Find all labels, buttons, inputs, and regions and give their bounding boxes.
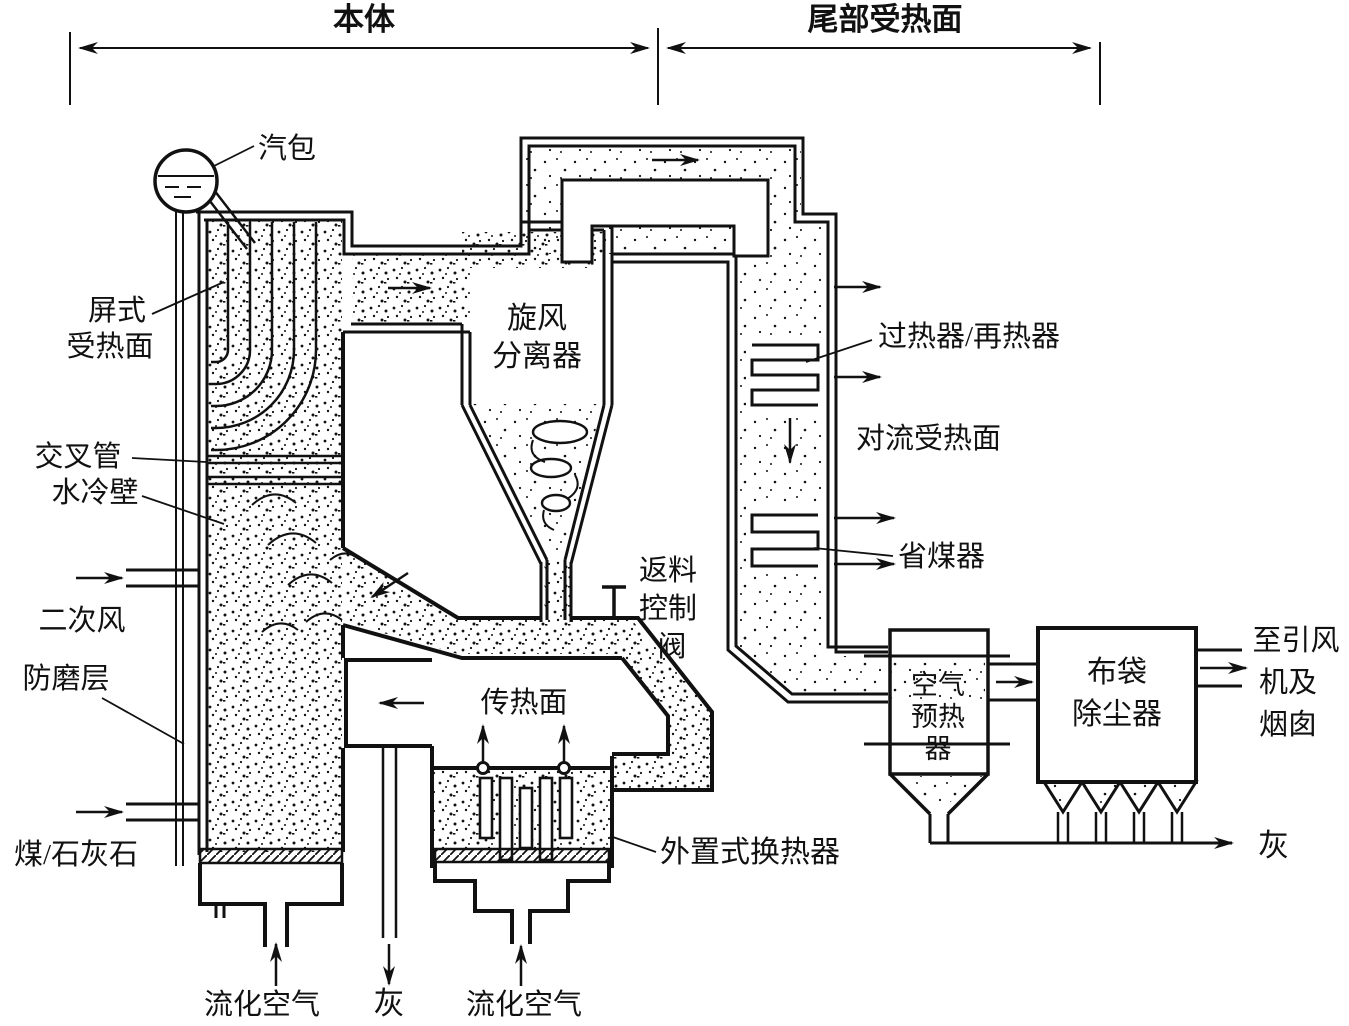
label-cyclone-1: 旋风 [507,302,567,335]
label-ash-right: 灰 [1258,828,1289,863]
label-aph-3: 器 [925,734,952,764]
return-channel [344,571,432,938]
label-heat-transfer-surface: 传热面 [480,686,567,719]
label-secondary-air: 二次风 [38,604,125,637]
leader-lines [101,145,894,853]
platen-tube [211,222,230,364]
label-convection-surface: 对流受热面 [856,422,1001,455]
header-main-body: 本体 [333,2,395,37]
label-aph-1: 空气 [911,670,965,700]
dimension-header [69,28,1101,105]
economizer-coil [750,513,820,568]
label-superheater-reheater: 过热器/再热器 [878,320,1060,353]
label-to-fan-2: 机及 [1259,666,1317,699]
label-water-wall: 水冷壁 [51,476,138,509]
tube-nozzle [476,761,490,775]
label-baghouse-1: 布袋 [1087,656,1147,689]
air-distributor [198,847,344,865]
tube-nozzle [557,761,571,775]
label-wear-layer: 防磨层 [22,662,109,695]
gas-path-fill [207,148,985,852]
label-cross-tube: 交叉管 [34,440,121,473]
vortex-finder-tube [560,178,770,264]
air-preheater [864,628,1038,843]
label-return-valve-2: 控制 [639,592,697,625]
steam-drum [153,148,256,250]
label-external-hx: 外置式换热器 [660,836,840,869]
furnace [198,222,359,947]
bag-filter [930,626,1248,849]
label-return-valve-1: 返料 [639,554,697,587]
external-heat-exchanger [430,724,614,944]
label-to-fan-3: 烟囱 [1259,708,1317,741]
header-tail-surface: 尾部受热面 [808,2,963,37]
label-steam-drum: 汽包 [258,132,316,165]
flame-swirls [251,493,359,633]
label-baghouse-2: 除尘器 [1072,698,1162,731]
boiler-walls [175,136,888,866]
label-ash-center: 灰 [374,986,405,1021]
label-cyclone-2: 分离器 [492,340,582,373]
label-return-valve-3: 阀 [657,630,686,663]
bag-hoppers [1041,780,1199,843]
cyclone-separator [460,220,614,622]
furnace-inlets [76,568,200,822]
label-platen-1: 屏式 [88,294,146,327]
flow-arrows [270,154,700,986]
platen-tube [211,222,318,452]
label-coal-limestone: 煤/石灰石 [14,838,138,871]
platen-tube [211,222,252,386]
label-economizer: 省煤器 [898,540,985,573]
label-to-fan-1: 至引风 [1252,625,1339,657]
label-fluidizing-air-right: 流化空气 [466,988,582,1021]
superheater-coil [750,343,820,407]
return-control-valve [602,585,626,620]
label-aph-2: 预热 [911,702,965,732]
cross-tube-lines [208,454,342,486]
platen-tube [211,222,274,408]
label-fluidizing-air-left: 流化空气 [204,988,320,1021]
backpass [746,281,896,574]
label-platen-2: 受热面 [66,330,153,363]
platen-tube [211,222,296,430]
ehe-distributor [433,847,611,864]
labels: 本体 尾部受热面 汽包 屏式 受热面 交叉管 水冷壁 二次风 防磨层 煤/石灰石… [14,2,1340,1021]
